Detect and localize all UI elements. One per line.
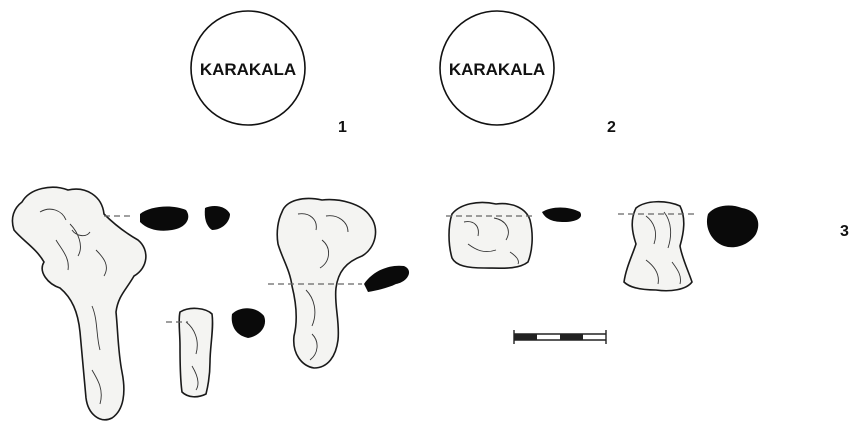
stamp-2-text: KARAKALA — [449, 60, 545, 79]
stamp-1-text: KARAKALA — [200, 60, 296, 79]
scale-bar — [513, 330, 607, 344]
stamp-1-circle — [190, 10, 306, 126]
stamp-2-circle — [439, 10, 555, 126]
stamp-1: KARAKALA — [190, 10, 306, 126]
figure-number-1: 1 — [338, 119, 347, 136]
stamp-2: KARAKALA — [439, 10, 555, 126]
fragment-a — [11, 186, 230, 421]
figure-number-3: 3 — [840, 223, 849, 240]
fragment-e — [618, 200, 759, 292]
fragment-c — [268, 197, 410, 369]
fragment-d — [446, 201, 582, 270]
figure-number-2: 2 — [607, 119, 616, 136]
fragment-b — [166, 307, 266, 398]
